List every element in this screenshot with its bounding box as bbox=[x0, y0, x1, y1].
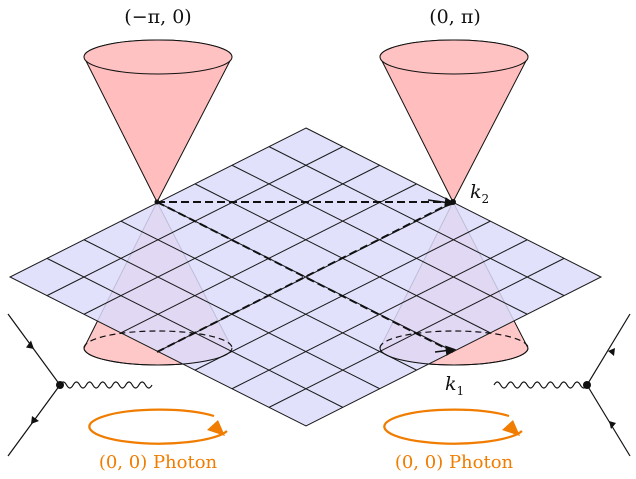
right-cone-base-front bbox=[379, 347, 529, 366]
left-cone-upper bbox=[83, 39, 233, 204]
cone-left-label: (−π, 0) bbox=[124, 6, 191, 28]
k1-label: k1 bbox=[445, 373, 464, 398]
left-cone-base-back bbox=[83, 330, 233, 349]
right-photon-loop bbox=[383, 408, 523, 445]
k1-label-sub: 1 bbox=[457, 384, 465, 398]
dashed-path-diagonal-left bbox=[156, 201, 454, 353]
right-dirac-point bbox=[450, 199, 456, 205]
photon-right-label: (0, 0) Photon bbox=[395, 452, 514, 473]
right-vertex-dot bbox=[583, 381, 591, 389]
left-feynman-vertex bbox=[7, 313, 153, 457]
right-cone-upper bbox=[379, 39, 529, 204]
left-photon-wavy-line bbox=[59, 381, 153, 389]
left-fermion-arrow-out bbox=[31, 416, 39, 424]
right-fermion-arrow-in bbox=[608, 348, 615, 356]
dashed-path-diagonal-right bbox=[156, 201, 454, 353]
k2-label-main: k bbox=[470, 181, 482, 203]
right-feynman-vertex bbox=[493, 313, 631, 457]
left-cone-base-front bbox=[83, 347, 233, 366]
k2-label-sub: 2 bbox=[482, 192, 490, 206]
k1-arrow bbox=[434, 345, 457, 356]
k2-arrow bbox=[427, 197, 456, 208]
right-photon-wavy-line bbox=[493, 381, 588, 389]
k1-label-main: k bbox=[445, 373, 457, 395]
left-dirac-point bbox=[154, 199, 160, 205]
photon-left-label: (0, 0) Photon bbox=[99, 452, 218, 473]
k2-label: k2 bbox=[470, 181, 489, 206]
left-fermion-arrow-in bbox=[26, 340, 34, 349]
cone-right-label: (0, π) bbox=[429, 6, 480, 28]
right-cone-base-back bbox=[379, 330, 529, 349]
right-fermion-arrow-out bbox=[609, 421, 616, 429]
left-vertex-dot bbox=[56, 381, 64, 389]
lattice-line bbox=[231, 239, 528, 390]
lattice-plane bbox=[8, 127, 603, 427]
left-photon-loop bbox=[88, 408, 228, 445]
